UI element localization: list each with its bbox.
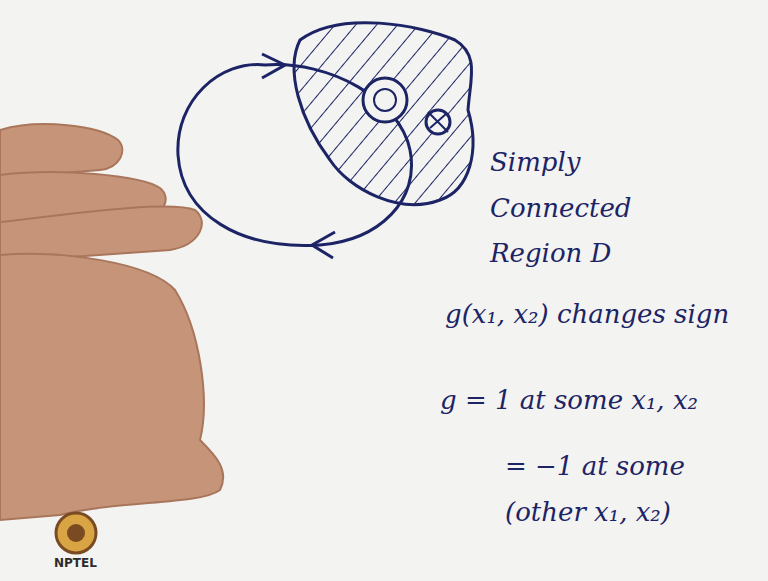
logo-text: NPTEL bbox=[54, 556, 114, 570]
scribble bbox=[428, 112, 448, 132]
logo-emblem bbox=[56, 513, 96, 553]
note-text: g = 1 at some x₁, x₂ bbox=[440, 378, 750, 424]
note-text: Simply Connected Region D bbox=[490, 140, 660, 277]
arrowhead bbox=[312, 232, 335, 258]
hand bbox=[0, 124, 223, 520]
region-d bbox=[294, 23, 473, 205]
hole bbox=[363, 78, 407, 122]
note-text: = −1 at some (other x₁, x₂) bbox=[505, 444, 745, 535]
small-hole bbox=[426, 110, 450, 134]
note-text: g(x₁, x₂) changes sign bbox=[445, 292, 745, 338]
arrowhead bbox=[262, 54, 285, 78]
logo-emblem bbox=[67, 524, 85, 542]
closed-curve bbox=[178, 65, 412, 246]
hole-inner bbox=[374, 89, 396, 111]
